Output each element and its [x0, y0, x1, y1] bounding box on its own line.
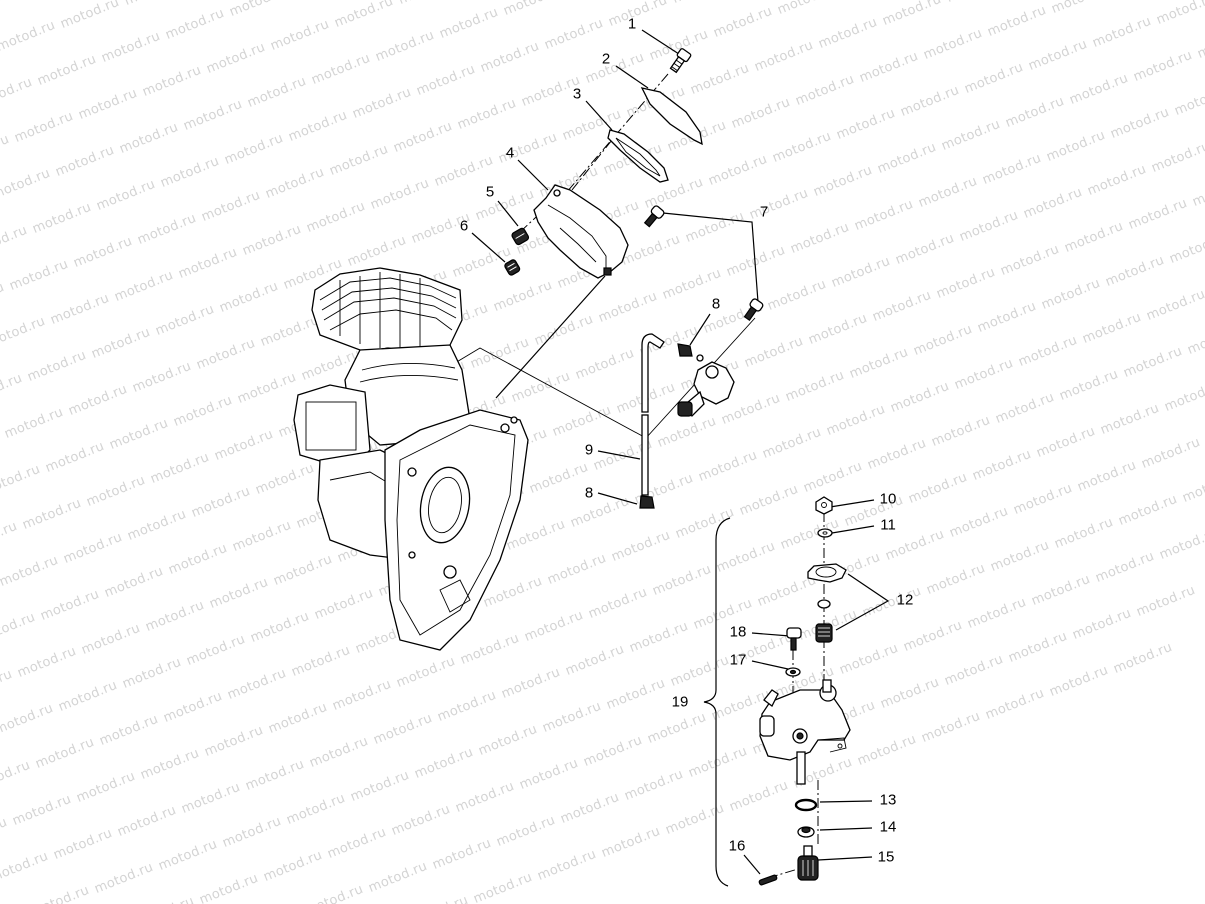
part-10-nut: [815, 496, 833, 515]
part-19-oil-pump: [759, 679, 851, 785]
callout-label-9: 9: [584, 441, 594, 459]
part-14-washer: [797, 826, 815, 838]
part-13-o-ring: [794, 798, 818, 812]
part-11-washer: [817, 528, 833, 538]
callout-label-12: 12: [896, 591, 914, 609]
callout-label-3: 3: [572, 85, 582, 103]
callout-label-16: 16: [728, 837, 746, 855]
callout-label-4: 4: [505, 144, 515, 162]
assembly-19-brace: [703, 517, 731, 887]
part-4-bracket: [533, 184, 629, 279]
part-7-bolt-lower: [743, 298, 764, 322]
part-3-gasket: [607, 129, 669, 183]
part-16-pin: [758, 874, 778, 886]
callout-label-19: 19: [671, 693, 689, 711]
part-12-lever-spring: [807, 563, 847, 643]
callout-label-2: 2: [601, 50, 611, 68]
engine-block: [293, 267, 529, 651]
part-15-drive-gear: [797, 845, 819, 881]
callout-label-7: 7: [759, 203, 769, 221]
part-17-washer: [785, 667, 801, 677]
part-8-clamp-lower: [639, 495, 655, 509]
callout-label-10: 10: [879, 490, 897, 508]
part-9-oil-line: [641, 333, 665, 496]
part-1-bolt: [669, 48, 692, 74]
callout-label-6: 6: [459, 217, 469, 235]
callout-label-17: 17: [729, 651, 747, 669]
part-2-cover-plate: [640, 87, 703, 146]
part-8-clamp-upper: [677, 343, 693, 357]
part-18-bolt: [786, 627, 802, 651]
callout-label-8a: 8: [711, 295, 721, 313]
callout-label-14: 14: [879, 818, 897, 836]
callout-label-1: 1: [627, 15, 637, 33]
callout-label-11: 11: [880, 516, 896, 534]
leader-lines: [471, 29, 890, 875]
part-6-spacer: [504, 259, 521, 276]
callout-label-18: 18: [729, 623, 747, 641]
callout-label-13: 13: [879, 791, 897, 809]
callout-label-8b: 8: [584, 484, 594, 502]
callout-label-5: 5: [485, 183, 495, 201]
oil-pump-upper: [677, 354, 735, 417]
callout-label-15: 15: [877, 848, 895, 866]
part-7-bolt-upper: [643, 205, 665, 228]
part-5-nut: [511, 227, 530, 246]
